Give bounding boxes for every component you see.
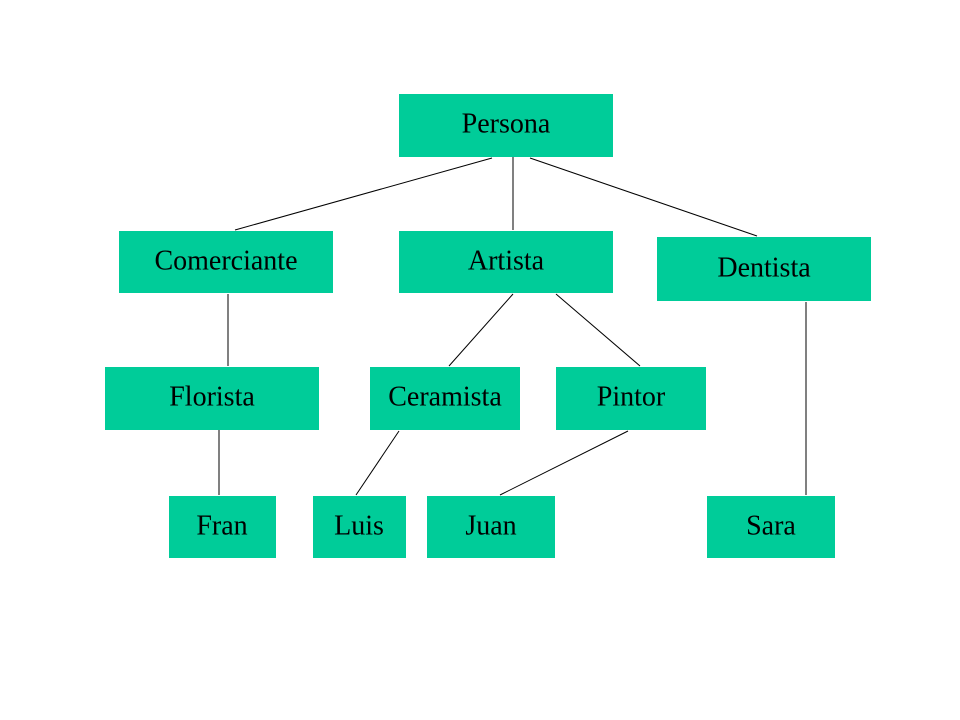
- node-florista: Florista: [105, 367, 319, 430]
- edge-artista-pintor: [555, 293, 641, 367]
- node-label: Sara: [746, 510, 796, 541]
- connector-lines: [218, 151, 807, 496]
- edge-pintor-juan: [499, 430, 629, 496]
- node-persona: Persona: [399, 94, 613, 157]
- node-box: [427, 496, 555, 558]
- node-artista: Artista: [399, 231, 613, 293]
- node-label: Luis: [334, 510, 384, 541]
- node-label: Dentista: [717, 252, 811, 283]
- node-luis: Luis: [313, 496, 406, 558]
- node-ceramista: Ceramista: [370, 367, 520, 430]
- edge-ceramista-luis: [355, 430, 400, 496]
- node-sara: Sara: [707, 496, 835, 558]
- node-box: [313, 496, 406, 558]
- node-label: Juan: [465, 510, 516, 541]
- node-label: Ceramista: [388, 381, 502, 412]
- node-box: [169, 496, 276, 558]
- node-label: Comerciante: [154, 245, 297, 276]
- edge-persona-dentista: [529, 157, 758, 237]
- node-box: [707, 496, 835, 558]
- edge-artista-ceramista: [448, 293, 514, 367]
- node-juan: Juan: [427, 496, 555, 558]
- node-box: [105, 367, 319, 430]
- node-box: [370, 367, 520, 430]
- node-box: [399, 94, 613, 157]
- node-label: Persona: [462, 108, 551, 139]
- edge-persona-comerciante: [234, 157, 493, 231]
- node-comerciante: Comerciante: [119, 231, 333, 293]
- node-label: Fran: [196, 510, 247, 541]
- node-box: [556, 367, 706, 430]
- node-box: [399, 231, 613, 293]
- node-label: Artista: [468, 245, 545, 276]
- node-fran: Fran: [169, 496, 276, 558]
- node-dentista: Dentista: [657, 237, 871, 301]
- node-box: [657, 237, 871, 301]
- node-box: [119, 231, 333, 293]
- node-pintor: Pintor: [556, 367, 706, 430]
- node-label: Pintor: [597, 381, 666, 412]
- node-label: Florista: [169, 381, 255, 412]
